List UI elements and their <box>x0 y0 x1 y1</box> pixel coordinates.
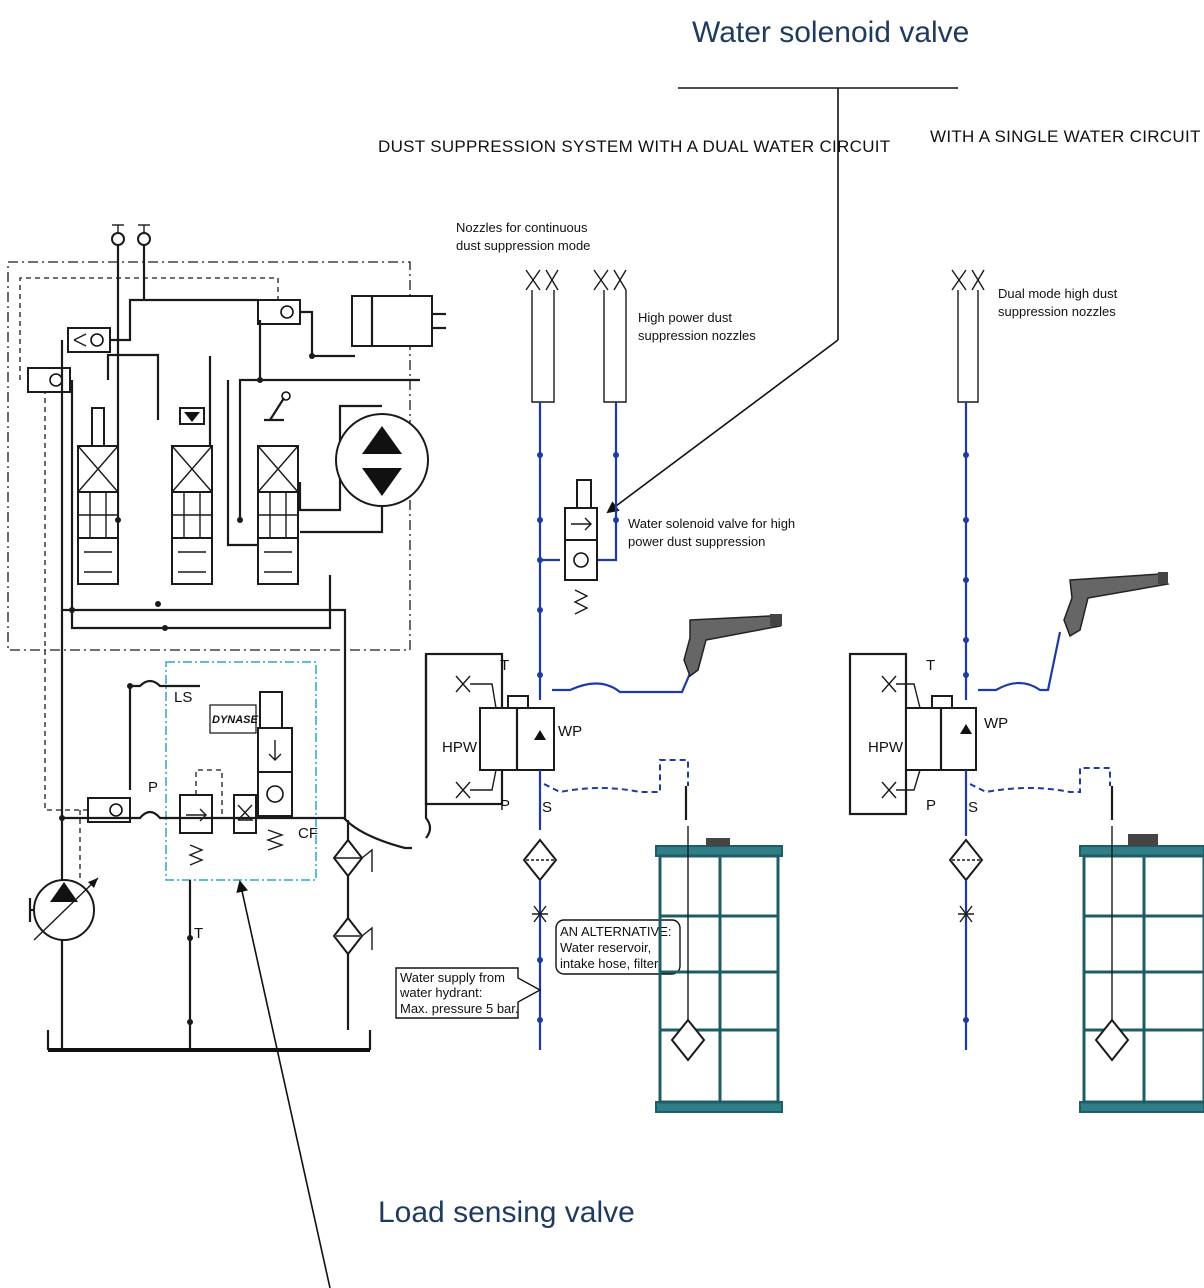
alternative-reservoir-callout: AN ALTERNATIVE: Water reservoir, intake … <box>555 919 681 975</box>
heading-dual-circuit: DUST SUPPRESSION SYSTEM WITH A DUAL WATE… <box>378 137 890 156</box>
dual-mode-label-2: suppression nozzles <box>998 304 1116 319</box>
pressure-washer-gun-icon <box>683 614 782 678</box>
hydrant-label-3: Max. pressure 5 bar. <box>400 1001 519 1016</box>
water-reservoir-tank-icon <box>655 826 783 1113</box>
water-solenoid-valve-icon <box>564 479 598 615</box>
solenoid-label-2: power dust suppression <box>628 534 765 549</box>
load-sensing-valve-block: LS P CF T DYNASET <box>62 661 344 1048</box>
port-s-single-label: S <box>968 799 978 816</box>
heading-single-circuit: WITH A SINGLE WATER CIRCUIT <box>930 127 1201 146</box>
port-wp-single-label: WP <box>984 715 1008 732</box>
nozzle-icon <box>525 269 627 403</box>
pressure-washer-gun-icon <box>1063 572 1170 638</box>
directional-valve-icon <box>77 391 299 585</box>
hydrant-label-2: water hydrant: <box>399 985 482 1000</box>
hydraulic-cylinder-icon <box>351 295 446 347</box>
port-p-hpw-label: P <box>500 797 510 814</box>
port-wp-label: WP <box>558 723 582 740</box>
alternative-label-3: intake hose, filter. <box>560 956 661 971</box>
load-sensing-valve-title: Load sensing valve <box>378 1196 635 1229</box>
high-power-label-1: High power dust <box>638 310 732 325</box>
single-water-circuit: Dual mode high dust suppression nozzles … <box>848 269 1204 1113</box>
port-cf-label: CF <box>298 825 318 842</box>
hydraulic-valve-block <box>7 224 446 1048</box>
port-p-single-label: P <box>926 797 936 814</box>
annotation-water-solenoid-valve: Water solenoid valve <box>606 16 969 514</box>
port-t-single-label: T <box>926 657 935 674</box>
alternative-label-2: Water reservoir, <box>560 940 651 955</box>
return-filter-icon <box>332 817 412 1030</box>
hpw-single-label: HPW <box>868 739 904 756</box>
hydrant-supply-callout: Water supply from water hydrant: Max. pr… <box>395 967 542 1019</box>
hydrant-label-1: Water supply from <box>400 970 505 985</box>
port-p-label: P <box>148 779 158 796</box>
solenoid-label-1: Water solenoid valve for high <box>628 516 795 531</box>
annotation-load-sensing-valve: Load sensing valve <box>236 880 635 1288</box>
dual-water-circuit: Nozzles for continuous dust suppression … <box>424 220 795 1050</box>
hpw-label: HPW <box>442 739 478 756</box>
alternative-label-1: AN ALTERNATIVE: <box>560 924 672 939</box>
high-power-label-2: suppression nozzles <box>638 328 756 343</box>
continuous-nozzles-label-2: dust suppression mode <box>456 238 590 253</box>
port-t-label: T <box>194 925 203 942</box>
port-s-label: S <box>542 799 552 816</box>
hydraulic-motor-icon <box>335 413 429 507</box>
dynaset-logo <box>209 704 257 734</box>
continuous-nozzles-label-1: Nozzles for continuous <box>456 220 588 235</box>
dynaset-brand-label: DYNASET <box>212 714 266 726</box>
water-solenoid-valve-title: Water solenoid valve <box>692 16 969 49</box>
hydraulic-pump-icon <box>28 810 99 941</box>
dual-mode-label-1: Dual mode high dust <box>998 286 1118 301</box>
port-t-hpw-label: T <box>500 657 509 674</box>
port-ls-label: LS <box>174 689 192 706</box>
